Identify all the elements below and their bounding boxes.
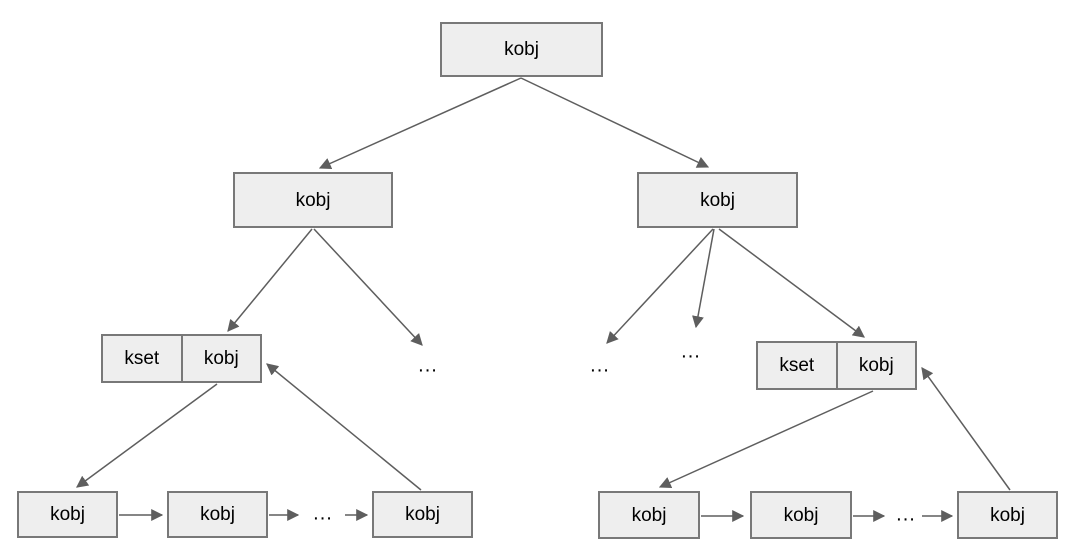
node-kset-left: kset kobj [101, 334, 262, 383]
edge-kset-left-to-list-left-first [76, 383, 218, 488]
list-left-kobj-1: kobj [17, 491, 118, 538]
list-left-kobj-1-label: kobj [50, 504, 85, 525]
list-right-ellipsis: ... [896, 503, 916, 526]
edge-root-to-level2-right [520, 77, 710, 168]
list-right-kobj-2: kobj [750, 491, 852, 539]
kset-right-kobj-cell: kobj [835, 343, 916, 388]
kset-right-kset-cell: kset [758, 343, 836, 388]
ellipsis-mid-left: ... [590, 354, 610, 377]
list-left-ellipsis: ... [313, 502, 333, 525]
edge-level2-right-to-kset-right [718, 228, 865, 338]
list-left-kobj-2: kobj [167, 491, 268, 538]
list-right-kobj-3-label: kobj [990, 504, 1025, 526]
edge-level2-left-to-ellipsis-left [313, 228, 423, 346]
node-root-kobj-label: kobj [504, 39, 539, 60]
node-level2-left-kobj: kobj [233, 172, 393, 228]
list-right-kobj-2-label: kobj [783, 504, 819, 526]
kset-right-kset-label: kset [779, 355, 815, 376]
list-left-kobj-2-label: kobj [200, 504, 235, 525]
edge-kset-right-to-list-right-first [658, 390, 874, 489]
edge-list-right-last-to-kset-right [921, 367, 1011, 491]
ellipsis-left: ... [418, 354, 438, 377]
kset-left-kobj-cell: kobj [180, 336, 261, 381]
node-level2-left-label: kobj [295, 189, 331, 211]
node-level2-right-kobj: kobj [637, 172, 798, 228]
edge-list-left-last-to-kset-left [266, 363, 422, 491]
kset-right-kobj-label: kobj [858, 355, 894, 376]
node-root-kobj: kobj [440, 22, 603, 77]
list-right-kobj-3: kobj [957, 491, 1058, 539]
kset-left-kobj-label: kobj [203, 348, 239, 369]
edge-level2-left-to-kset-left [227, 228, 313, 332]
kset-left-kset-label: kset [124, 348, 160, 369]
list-right-kobj-1-label: kobj [631, 504, 667, 526]
node-kset-right: kset kobj [756, 341, 917, 390]
node-level2-right-label: kobj [700, 189, 735, 211]
list-left-kobj-3-label: kobj [405, 504, 440, 525]
list-left-kobj-3: kobj [372, 491, 473, 538]
list-right-kobj-1: kobj [598, 491, 700, 539]
edge-level2-right-to-ellipsis-mid-left [606, 228, 714, 344]
kset-left-kset-cell: kset [103, 336, 181, 381]
ellipsis-mid-right: ... [681, 340, 701, 363]
edge-root-to-level2-left [318, 77, 522, 170]
edge-level2-right-to-ellipsis-mid-right [692, 228, 715, 329]
